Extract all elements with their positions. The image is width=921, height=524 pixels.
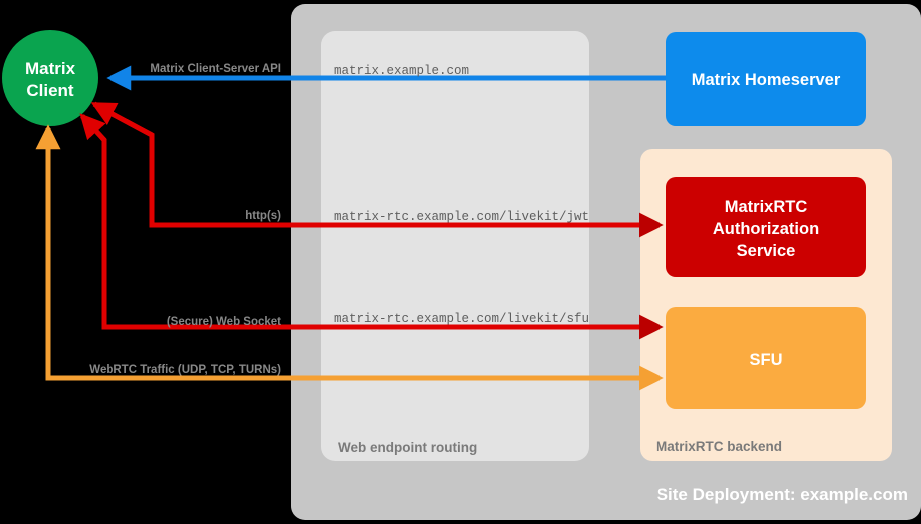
node-matrix-client[interactable] <box>2 30 98 126</box>
endpoint-livekit-jwt: matrix-rtc.example.com/livekit/jwt <box>334 210 589 224</box>
node-matrixrtc-authorization-service[interactable] <box>666 177 866 277</box>
endpoint-livekit-sfu: matrix-rtc.example.com/livekit/sfu <box>334 312 589 326</box>
flow-livekit-jwt-arrow-to-client <box>90 101 154 138</box>
group-web-endpoint-routing-label: Web endpoint routing <box>338 440 477 455</box>
site-deployment-label: Site Deployment: example.com <box>657 485 908 504</box>
node-matrix-client-label-line2: Client <box>26 81 74 100</box>
node-auth-label-line3: Service <box>737 242 796 260</box>
node-matrix-homeserver[interactable] <box>666 32 866 126</box>
node-matrix-homeserver-label: Matrix Homeserver <box>692 71 841 89</box>
node-sfu-label: SFU <box>750 351 783 369</box>
node-auth-label-line1: MatrixRTC <box>725 198 808 216</box>
node-auth-label-line2: Authorization <box>713 220 819 238</box>
flow-livekit-sfu-label: (Secure) Web Socket <box>167 316 281 328</box>
flow-livekit-jwt-label: http(s) <box>245 210 281 222</box>
node-matrix-client-label-line1: Matrix <box>25 59 76 78</box>
flow-client-server-api-label: Matrix Client-Server API <box>150 63 281 75</box>
group-matrixrtc-backend-label: MatrixRTC backend <box>656 439 782 454</box>
flow-livekit-sfu-arrow-to-client <box>79 113 106 142</box>
flow-webrtc-traffic-line <box>45 140 664 391</box>
endpoint-matrix-example-com: matrix.example.com <box>334 64 469 78</box>
node-sfu[interactable] <box>666 307 866 409</box>
flow-webrtc-traffic-label: WebRTC Traffic (UDP, TCP, TURNs) <box>89 364 281 376</box>
group-web-endpoint-routing <box>321 31 589 461</box>
